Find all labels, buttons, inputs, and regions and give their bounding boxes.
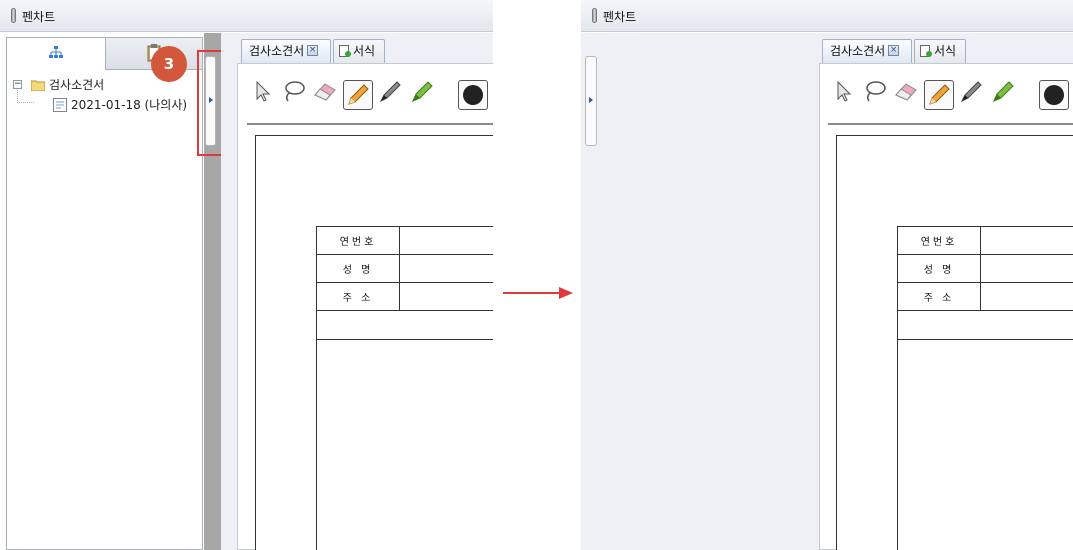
panel-toggle-handle[interactable] [585, 56, 597, 146]
field-address[interactable] [980, 282, 1073, 311]
label-serial-number: 연번호 [316, 226, 400, 255]
editor-area: 검사소견서× 서식 연번호 성 명 주 [221, 33, 493, 550]
color-picker-icon [1044, 85, 1064, 105]
color-picker-button[interactable] [458, 80, 488, 110]
findings-area[interactable] [897, 339, 1073, 550]
tree-document-label: 2021-01-18 (나의사) [71, 98, 188, 112]
pen-tool[interactable] [957, 77, 985, 105]
pencil-icon [348, 84, 369, 105]
label-address: 주 소 [316, 282, 400, 311]
form-add-icon [339, 44, 351, 57]
tab-forms[interactable]: 서식 [333, 39, 385, 63]
field-name[interactable] [980, 254, 1073, 283]
window-titlebar: 펜차트 [581, 0, 1073, 32]
app-icon [592, 8, 597, 23]
select-tool[interactable] [249, 77, 277, 105]
eraser-tool[interactable] [311, 77, 339, 105]
window-title: 펜차트 [22, 10, 56, 24]
before-screenshot: 펜차트 − [0, 0, 493, 550]
patient-info-table: 연번호 성 명 주 소 [316, 226, 493, 550]
toolbar-divider [828, 123, 1073, 125]
blank-row[interactable] [897, 310, 1073, 340]
label-name: 성 명 [897, 254, 981, 283]
tree-folder-label: 검사소견서 [49, 78, 105, 92]
select-tool[interactable] [830, 77, 858, 105]
label-name: 성 명 [316, 254, 400, 283]
blank-row[interactable] [316, 310, 493, 340]
close-icon[interactable]: × [888, 45, 900, 56]
form-document-icon [53, 98, 67, 112]
label-address: 주 소 [897, 282, 981, 311]
highlighter-tool[interactable] [408, 77, 436, 105]
form-add-icon [920, 44, 932, 57]
lasso-icon [285, 81, 305, 102]
pencil-tool[interactable] [924, 80, 954, 110]
pencil-icon [929, 84, 950, 105]
toolbar-divider [247, 123, 493, 125]
tree-connector [17, 90, 35, 103]
lasso-tool[interactable] [860, 77, 888, 105]
window-titlebar: 펜차트 [0, 0, 493, 32]
color-picker-button[interactable] [1039, 80, 1069, 110]
tab-label: 서식 [353, 44, 376, 58]
highlighter-icon [993, 81, 1014, 102]
eraser-tool[interactable] [892, 77, 920, 105]
field-name[interactable] [399, 254, 493, 283]
field-serial-number[interactable] [980, 226, 1073, 255]
lasso-icon [866, 81, 886, 102]
pen-icon [960, 81, 982, 103]
tab-inspection-report[interactable]: 검사소견서× [241, 39, 331, 63]
highlighter-icon [412, 81, 433, 102]
expand-arrow-icon [209, 97, 213, 103]
tree-pane: − 검사소견서 2021-01-18 (나의사) [6, 37, 203, 550]
editor-area: 검사소견서× 서식 연번호 성 명 주 [581, 33, 1073, 550]
pen-tool[interactable] [376, 77, 404, 105]
window-title: 펜차트 [603, 10, 637, 24]
highlighter-tool[interactable] [989, 77, 1017, 105]
org-chart-icon [49, 46, 63, 58]
tab-tree-view[interactable] [7, 38, 106, 70]
field-serial-number[interactable] [399, 226, 493, 255]
collapse-icon[interactable]: − [13, 79, 22, 89]
close-icon[interactable]: × [307, 45, 319, 56]
tab-inspection-report[interactable]: 검사소견서× [822, 39, 912, 63]
arrow-pointer-icon [837, 80, 852, 102]
tab-label: 서식 [934, 44, 957, 58]
tab-forms[interactable]: 서식 [914, 39, 966, 63]
eraser-icon [895, 83, 917, 101]
pen-icon [379, 81, 401, 103]
step-badge: 3 [151, 46, 187, 82]
label-serial-number: 연번호 [897, 226, 981, 255]
pencil-tool[interactable] [343, 80, 373, 110]
eraser-icon [314, 83, 336, 101]
after-screenshot: 펜차트 검사소견서× 서식 [581, 0, 1073, 550]
findings-area[interactable] [316, 339, 493, 550]
folder-icon [31, 80, 45, 91]
panel-toggle-handle[interactable] [205, 56, 216, 146]
lasso-tool[interactable] [279, 77, 307, 105]
field-address[interactable] [399, 282, 493, 311]
splitter-bar [204, 33, 221, 550]
transition-arrow-icon [503, 287, 573, 299]
patient-info-table: 연번호 성 명 주 소 [897, 226, 1073, 550]
tab-label: 검사소견서 [249, 44, 305, 58]
color-picker-icon [463, 85, 483, 105]
tab-label: 검사소견서 [830, 44, 886, 58]
arrow-pointer-icon [256, 80, 271, 102]
app-icon [11, 8, 16, 23]
expand-arrow-icon [589, 97, 593, 103]
